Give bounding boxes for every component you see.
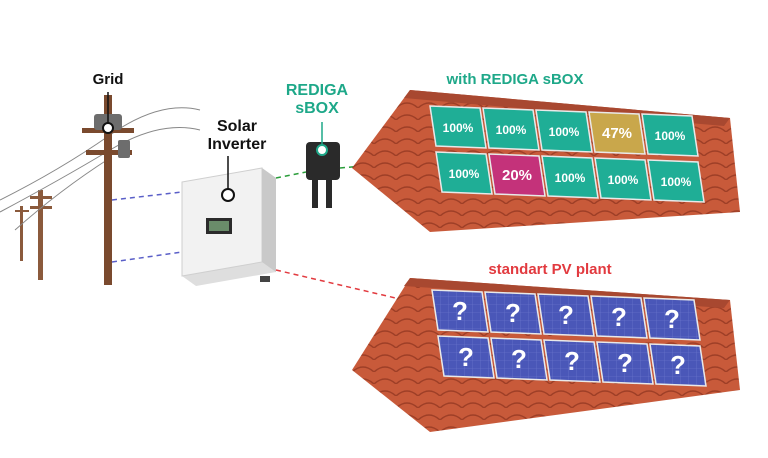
sbox-panel-label: 100% bbox=[443, 121, 474, 135]
grid-label: Grid bbox=[92, 71, 124, 88]
solar-inverter bbox=[181, 156, 276, 286]
standard-panel bbox=[649, 343, 707, 387]
sbox-panel bbox=[641, 113, 699, 157]
standard-panel-label: ? bbox=[617, 348, 633, 378]
standard-panel bbox=[537, 293, 595, 337]
sbox-panel bbox=[435, 151, 493, 195]
sbox-link-left bbox=[275, 171, 307, 179]
standard-panel bbox=[596, 341, 654, 385]
sbox-label-line1: REDIGA bbox=[285, 82, 349, 99]
standard-panel-label: ? bbox=[505, 298, 521, 328]
inverter-label: Solar Inverter bbox=[192, 118, 282, 153]
rediga-sbox bbox=[306, 122, 340, 208]
standard-plant-title: standart PV plant bbox=[488, 261, 612, 278]
sbox-panel-array: 100% 100% 100% 47% 100% 100% 20% 100% 100% 100% bbox=[429, 105, 705, 203]
standard-panel-label: ? bbox=[670, 350, 686, 380]
standard-panel bbox=[490, 337, 548, 381]
sbox-panel-label: 100% bbox=[661, 175, 692, 189]
sbox-panel bbox=[541, 155, 599, 199]
inverter-label-line1: Solar bbox=[216, 118, 257, 135]
standard-panel-label: ? bbox=[564, 346, 580, 376]
standard-panel-label: ? bbox=[452, 296, 468, 326]
sbox-panel bbox=[488, 153, 546, 197]
sbox-panel-label: 100% bbox=[555, 171, 586, 185]
sbox-panel bbox=[535, 109, 593, 153]
sbox-panel-label: 100% bbox=[655, 129, 686, 143]
sbox-panel-label: 100% bbox=[496, 123, 527, 137]
grid-link-bottom bbox=[111, 251, 183, 263]
sbox-panel-label: 100% bbox=[449, 167, 480, 181]
sbox-panel-label: 20% bbox=[502, 167, 532, 184]
standard-panel-array: ?????????? bbox=[431, 289, 707, 387]
standard-panel bbox=[431, 289, 489, 333]
standard-panel bbox=[543, 339, 601, 383]
standard-panel-label: ? bbox=[611, 302, 627, 332]
standard-panel-label: ? bbox=[458, 342, 474, 372]
grid-link-top bbox=[111, 191, 183, 201]
standard-panel-label: ? bbox=[664, 304, 680, 334]
sbox-panel-label: 47% bbox=[602, 125, 632, 142]
standard-panel bbox=[643, 297, 701, 341]
sbox-panel-label: 100% bbox=[608, 173, 639, 187]
grid-pole bbox=[82, 92, 134, 285]
with-sbox-title: with REDIGA sBOX bbox=[446, 71, 584, 88]
standard-link bbox=[275, 269, 405, 301]
sbox-panel bbox=[429, 105, 487, 149]
sbox-panel bbox=[588, 111, 646, 155]
inverter-label-line2: Inverter bbox=[207, 135, 267, 153]
standard-panel-label: ? bbox=[511, 344, 527, 374]
standard-panel bbox=[437, 335, 495, 379]
sbox-panel-label: 100% bbox=[549, 125, 580, 139]
sbox-panel bbox=[594, 157, 652, 201]
sbox-panel bbox=[647, 159, 705, 203]
sbox-label-line2: sBOX bbox=[295, 99, 339, 117]
sbox-panel bbox=[482, 107, 540, 151]
standard-panel-label: ? bbox=[558, 300, 574, 330]
standard-panel bbox=[484, 291, 542, 335]
standard-panel bbox=[590, 295, 648, 339]
sbox-label: REDIGA sBOX bbox=[282, 82, 352, 117]
